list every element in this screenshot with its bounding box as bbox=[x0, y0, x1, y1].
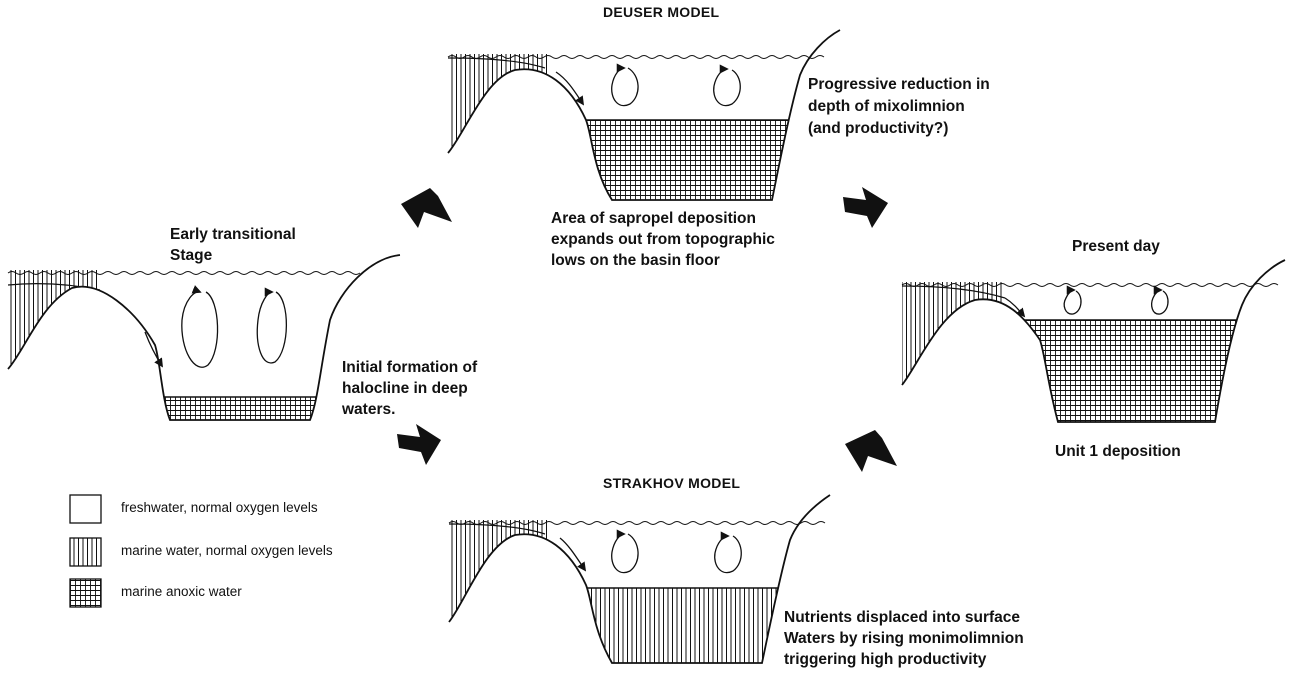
deuser-below-line2: expands out from topographic bbox=[551, 231, 775, 248]
flow-arrow-deuser-to-present bbox=[843, 187, 888, 228]
deuser-below-line3: lows on the basin floor bbox=[551, 252, 720, 269]
early-basin-outline bbox=[7, 254, 401, 421]
present-marine-wedge bbox=[902, 282, 1005, 392]
strakhov-title: STRAKHOV MODEL bbox=[603, 475, 741, 491]
strakhov-basin bbox=[448, 494, 831, 664]
early-circulation-right bbox=[256, 287, 288, 364]
strakhov-side-line1: Nutrients displaced into surface bbox=[784, 609, 1020, 626]
strakhov-circulation-left bbox=[611, 529, 639, 574]
present-below-label: Unit 1 deposition bbox=[1055, 443, 1181, 460]
deuser-below-line1: Area of sapropel deposition bbox=[551, 210, 756, 227]
strakhov-side-line2: Waters by rising monimolimnion bbox=[784, 630, 1024, 647]
legend-label-freshwater: freshwater, normal oxygen levels bbox=[121, 500, 318, 515]
strakhov-marine-wedge bbox=[449, 520, 550, 630]
strakhov-basin-outline bbox=[448, 494, 831, 664]
early-title-line2: Stage bbox=[170, 247, 213, 264]
early-title-line1: Early transitional bbox=[170, 226, 296, 243]
early-basin bbox=[7, 254, 401, 421]
flow-arrow-early-to-deuser bbox=[401, 188, 452, 228]
legend-label-marine: marine water, normal oxygen levels bbox=[121, 543, 333, 558]
early-side-line2: halocline in deep bbox=[342, 380, 468, 397]
present-basin bbox=[901, 259, 1286, 423]
legend-swatch-anoxic bbox=[69, 578, 102, 608]
flow-arrow-strakhov-to-present bbox=[845, 430, 897, 472]
deuser-sinking-arrow bbox=[555, 71, 585, 106]
early-water-surface bbox=[7, 271, 361, 275]
present-title: Present day bbox=[1072, 238, 1160, 255]
strakhov-side-line3: triggering high productivity bbox=[784, 651, 987, 668]
present-circulation-left bbox=[1063, 285, 1082, 315]
deuser-circulation-right bbox=[713, 64, 741, 107]
deuser-anoxic-layer bbox=[580, 120, 800, 200]
deuser-basin bbox=[447, 29, 841, 201]
early-sinking-arrow bbox=[144, 331, 163, 368]
deuser-basin-outline bbox=[447, 29, 841, 201]
present-water-surface bbox=[901, 283, 1279, 287]
present-basin-outline bbox=[901, 259, 1286, 423]
deuser-circulation-left bbox=[611, 63, 639, 107]
deuser-side-line1: Progressive reduction in bbox=[808, 76, 990, 93]
early-side-line3: waters. bbox=[342, 401, 396, 418]
legend-label-anoxic: marine anoxic water bbox=[121, 584, 242, 599]
strakhov-sinking-arrow bbox=[559, 537, 587, 572]
early-circulation-left bbox=[181, 285, 219, 368]
deuser-side-line3: (and productivity?) bbox=[808, 120, 949, 137]
strakhov-marine-layer bbox=[580, 588, 800, 663]
legend-swatch-freshwater bbox=[69, 494, 102, 524]
legend-swatch-marine bbox=[69, 537, 102, 567]
deuser-title: DEUSER MODEL bbox=[603, 4, 720, 20]
present-sinking-arrow bbox=[1004, 297, 1026, 318]
deuser-water-surface bbox=[447, 55, 825, 59]
flow-arrow-early-to-strakhov bbox=[397, 424, 441, 465]
early-side-line1: Initial formation of bbox=[342, 359, 478, 376]
present-circulation-right bbox=[1151, 285, 1169, 315]
early-anoxic-layer bbox=[150, 397, 350, 420]
deuser-side-line2: depth of mixolimnion bbox=[808, 98, 965, 115]
strakhov-water-surface bbox=[448, 521, 826, 525]
strakhov-circulation-right bbox=[714, 531, 742, 574]
